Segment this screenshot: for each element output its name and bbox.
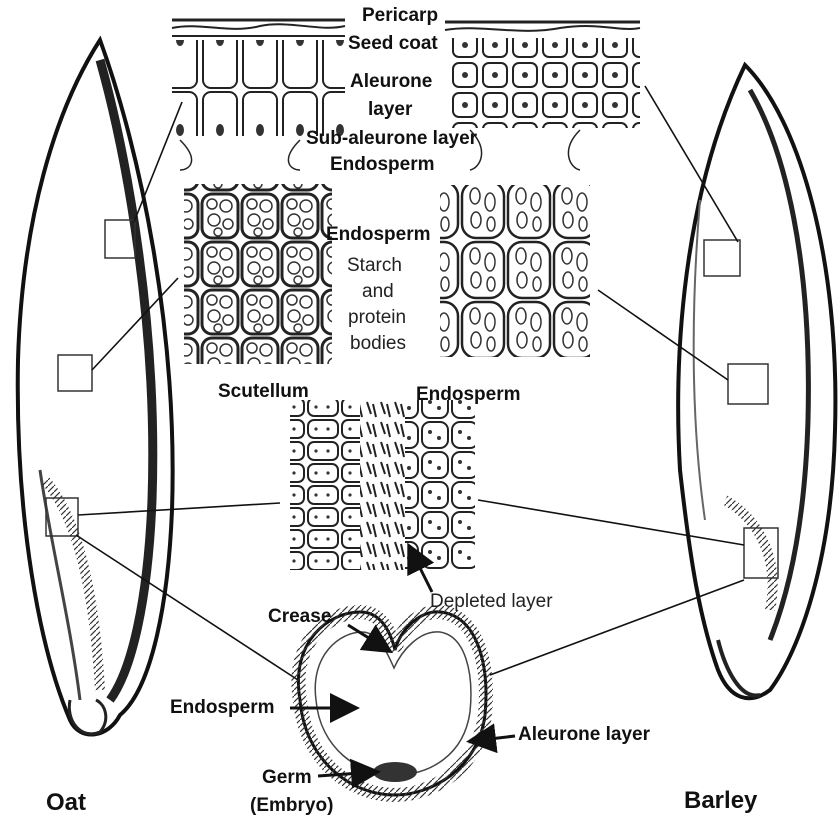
barley-starch-micrograph — [440, 185, 590, 357]
label-aleurone-cross: Aleurone layer — [518, 725, 650, 745]
label-scutellum: Scutellum — [218, 382, 309, 402]
label-endosperm-scutellum: Endosperm — [416, 385, 521, 405]
label-endosperm-top: Endosperm — [330, 155, 435, 175]
cross-section — [298, 612, 486, 795]
label-barley: Barley — [684, 788, 757, 813]
label-sub-aleurone: Sub-aleurone layer — [306, 129, 477, 149]
label-starch: Starch — [347, 256, 402, 276]
label-aleurone-line1: Aleurone — [350, 72, 432, 92]
label-endosperm-cross: Endosperm — [170, 698, 275, 718]
label-aleurone-line2: layer — [368, 100, 412, 120]
label-and: and — [362, 282, 394, 302]
label-bodies: bodies — [350, 334, 406, 354]
label-depleted-layer: Depleted layer — [430, 592, 553, 612]
connector-lines — [76, 86, 744, 680]
label-germ: Germ — [262, 768, 312, 788]
label-endosperm-mid: Endosperm — [326, 225, 431, 245]
oat-grain — [18, 40, 173, 735]
label-oat: Oat — [46, 790, 86, 815]
barley-grain — [678, 65, 835, 698]
label-pericarp: Pericarp — [362, 6, 438, 26]
label-protein: protein — [348, 308, 406, 328]
scutellum-micrograph — [290, 400, 475, 570]
label-seed-coat: Seed coat — [348, 34, 438, 54]
label-embryo: (Embryo) — [250, 796, 333, 816]
oat-starch-micrograph — [184, 184, 332, 364]
label-crease: Crease — [268, 607, 331, 627]
